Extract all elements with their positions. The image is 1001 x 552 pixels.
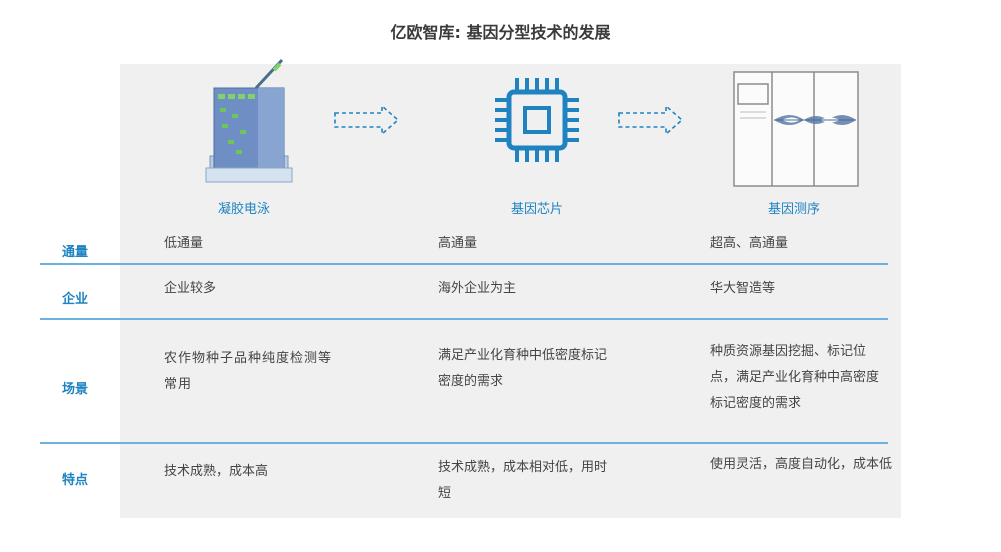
cell-scenarios-chip: 满足产业化育种中低密度标记密度的需求 [438, 348, 608, 389]
tech-label-gel: 凝胶电泳 [217, 202, 270, 217]
cell-companies-chip: 海外企业为主 [438, 281, 517, 296]
gene-sequencer-icon [733, 71, 859, 187]
row-label-scenarios: 场景 [62, 382, 89, 397]
row-divider [40, 442, 888, 444]
row-label-companies: 企业 [62, 292, 89, 307]
row-label-features: 特点 [62, 473, 89, 488]
gene-chip-icon [495, 78, 579, 162]
cell-throughput-sequencing: 超高、高通量 [710, 236, 789, 251]
cell-companies-sequencing: 华大智造等 [710, 281, 776, 296]
cell-features-sequencing: 使用灵活，高度自动化，成本低 [710, 457, 893, 472]
page-title: 亿欧智库: 基因分型技术的发展 [390, 23, 611, 42]
cell-scenarios-gel: 农作物种子品种纯度检测等常用 [164, 351, 333, 392]
tech-label-sequencing: 基因测序 [767, 202, 820, 217]
row-divider [40, 318, 888, 320]
cell-throughput-gel: 低通量 [164, 236, 204, 251]
tech-label-chip: 基因芯片 [510, 202, 563, 217]
cell-features-chip: 技术成熟，成本相对低，用时短 [438, 460, 608, 501]
cell-scenarios-sequencing: 种质资源基因挖掘、标记位点，满足产业化育种中高密度标记密度的需求 [710, 344, 880, 411]
cell-features-gel: 技术成熟，成本高 [164, 464, 269, 479]
arrow-right-icon [334, 104, 400, 136]
cell-throughput-chip: 高通量 [438, 236, 478, 251]
cell-companies-gel: 企业较多 [164, 281, 217, 296]
gel-electrophoresis-icon [205, 58, 293, 183]
arrow-right-icon [618, 104, 684, 136]
row-divider [40, 263, 888, 265]
row-label-throughput: 通量 [62, 245, 89, 260]
